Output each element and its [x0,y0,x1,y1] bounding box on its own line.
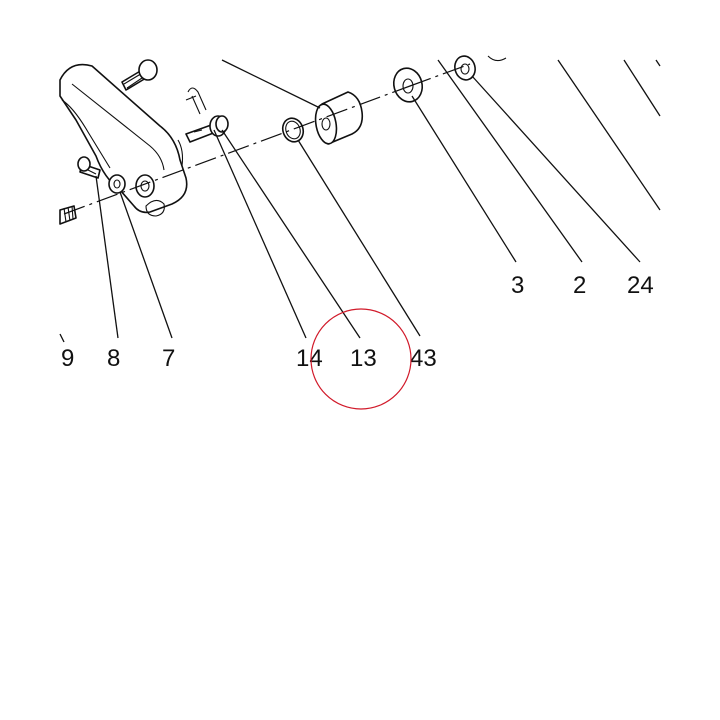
leader-offpage-1 [557,59,661,211]
parts-illustration [59,55,507,225]
callout-labels: 9 8 7 14 13 43 3 2 24 [61,272,654,372]
leader-bushing [221,59,321,109]
leader-lines [59,59,661,343]
callout-13: 13 [350,345,377,372]
lever-arm [59,63,188,217]
threaded-stud [59,205,77,225]
washer-24 [454,55,507,81]
callout-43: 43 [410,345,437,372]
leader-offpage-2 [623,59,661,117]
leader-9 [59,333,65,343]
cotter-pin [185,87,207,115]
leader-3 [411,95,517,263]
small-washer [215,115,229,133]
leader-14 [213,129,307,339]
leader-8 [95,175,119,339]
leader-13 [221,129,361,339]
top-bolt [121,59,158,91]
callout-7: 7 [162,345,175,372]
nut-7 [108,174,126,194]
callout-8: 8 [107,345,120,372]
callout-14: 14 [296,345,323,372]
bushing [314,91,364,145]
highlight-circle [310,308,412,410]
leader-2 [437,59,583,263]
callout-9: 9 [61,345,74,372]
washer-3 [392,67,424,103]
leader-24 [471,75,641,263]
leader-offpage-3 [655,59,661,67]
bolt-8 [77,156,101,179]
leader-7 [119,191,173,339]
callout-24: 24 [627,272,654,299]
o-ring [281,117,305,143]
callout-2: 2 [573,272,586,299]
leader-43 [297,139,421,337]
callout-3: 3 [511,272,524,299]
